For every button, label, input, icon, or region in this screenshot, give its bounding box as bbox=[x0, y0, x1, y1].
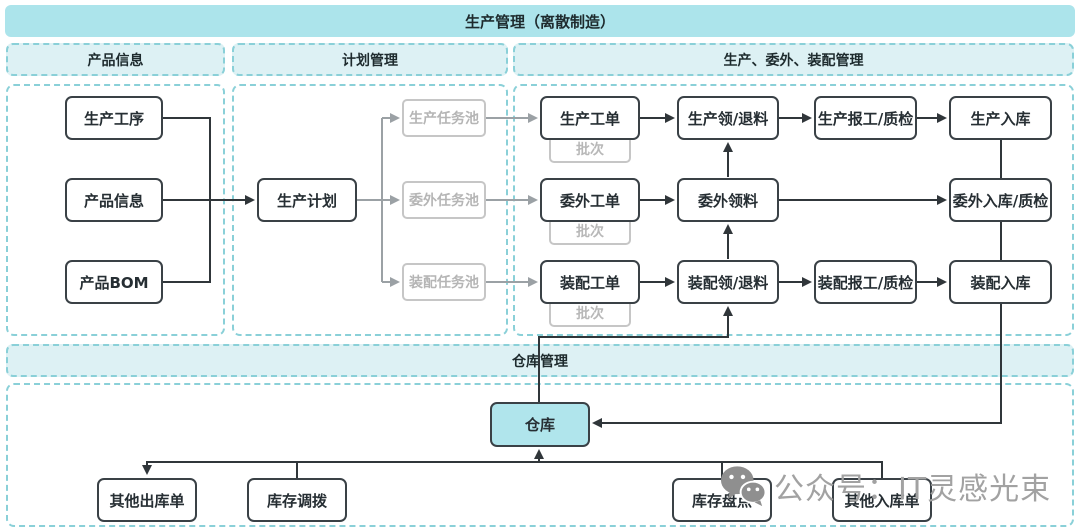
container-product-info bbox=[6, 84, 225, 336]
node-assembly-order: 装配工单 bbox=[540, 260, 640, 304]
header-execution: 生产、委外、装配管理 bbox=[513, 43, 1074, 76]
node-other-inbound-order: 其他入库单 bbox=[832, 478, 932, 522]
connector-warehouse-to-assembly-pick bbox=[538, 306, 733, 402]
node-assembly-report-qc: 装配报工/质检 bbox=[814, 260, 917, 304]
node-production-pick-return: 生产领/退料 bbox=[677, 96, 779, 140]
node-production-order: 生产工单 bbox=[540, 96, 640, 140]
header-planning: 计划管理 bbox=[232, 43, 508, 76]
banner-production-management: 生产管理（离散制造） bbox=[5, 5, 1075, 37]
node-production-report-qc: 生产报工/质检 bbox=[814, 96, 917, 140]
node-production-inbound: 生产入库 bbox=[949, 96, 1052, 140]
node-warehouse: 仓库 bbox=[490, 402, 590, 447]
container-planning bbox=[232, 84, 508, 336]
node-assembly-inbound: 装配入库 bbox=[949, 260, 1052, 304]
node-other-outbound-order: 其他出库单 bbox=[97, 478, 197, 522]
connector-warehouse-bus bbox=[142, 461, 883, 478]
wechat-icon bbox=[720, 466, 766, 507]
node-product-info: 产品信息 bbox=[65, 178, 163, 222]
container-execution bbox=[513, 84, 1074, 336]
node-outsourcing-order: 委外工单 bbox=[540, 178, 640, 222]
node-inventory-transfer: 库存调拨 bbox=[247, 478, 347, 522]
header-product-info: 产品信息 bbox=[6, 43, 225, 76]
node-production-task-pool: 生产任务池 bbox=[402, 99, 486, 137]
node-outsourcing-task-pool: 委外任务池 bbox=[402, 181, 486, 219]
connector-inbound-to-warehouse bbox=[592, 304, 1002, 428]
node-outsourcing-inbound-qc: 委外入库/质检 bbox=[949, 178, 1052, 222]
watermark-text: 公众号：IT灵感光束 bbox=[774, 472, 1052, 507]
node-outsourcing-pick: 委外领料 bbox=[677, 178, 779, 222]
node-production-plan: 生产计划 bbox=[257, 178, 357, 222]
node-product-bom: 产品BOM bbox=[65, 260, 163, 304]
node-assembly-pick-return: 装配领/退料 bbox=[677, 260, 779, 304]
node-assembly-task-pool: 装配任务池 bbox=[402, 263, 486, 301]
watermark: 公众号：IT灵感光束 bbox=[720, 464, 1051, 508]
node-production-process: 生产工序 bbox=[65, 96, 163, 140]
